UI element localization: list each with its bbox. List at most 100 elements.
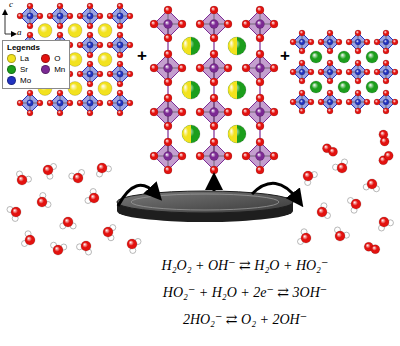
atom	[117, 61, 123, 67]
atom	[210, 108, 219, 117]
atom	[182, 125, 200, 143]
atom	[299, 99, 305, 105]
atom	[336, 69, 342, 75]
atom	[379, 217, 389, 227]
atom	[374, 99, 380, 105]
atom	[351, 199, 361, 209]
atom	[338, 81, 350, 93]
atom	[164, 6, 172, 14]
atom	[270, 108, 278, 116]
atom	[27, 32, 33, 38]
atom	[117, 90, 123, 96]
atom	[97, 163, 107, 173]
atom	[355, 39, 361, 45]
atom	[329, 147, 338, 156]
atom	[270, 20, 278, 28]
atom	[98, 53, 112, 67]
atom	[383, 48, 389, 54]
atom	[164, 78, 172, 86]
arrow	[118, 185, 156, 206]
atom	[374, 69, 380, 75]
atom	[150, 64, 158, 72]
atom	[57, 32, 63, 38]
atom	[117, 71, 123, 77]
atom-half	[228, 125, 237, 143]
bond	[167, 24, 168, 156]
atom	[98, 24, 112, 38]
atom	[270, 152, 278, 160]
atom	[210, 64, 219, 73]
atom	[164, 50, 172, 58]
atom	[164, 64, 173, 73]
atom	[224, 108, 232, 116]
legend-text: La	[20, 54, 29, 63]
atom	[256, 20, 265, 29]
atom	[11, 207, 21, 217]
atom	[210, 166, 218, 174]
atom	[37, 197, 47, 207]
atom	[117, 52, 123, 58]
atom	[43, 165, 53, 175]
atom	[150, 152, 158, 160]
atom	[256, 64, 265, 73]
atom	[346, 69, 352, 75]
arrow	[213, 181, 216, 191]
atom	[87, 3, 93, 9]
legend-text: O	[54, 54, 60, 63]
atom	[117, 3, 123, 9]
plus-sign: +	[137, 46, 147, 66]
atom	[327, 39, 333, 45]
atom	[97, 100, 103, 106]
axis-line	[5, 34, 14, 35]
atom	[178, 20, 186, 28]
atom	[196, 108, 204, 116]
legend-swatch	[7, 65, 16, 74]
atom	[127, 13, 133, 19]
atom	[392, 99, 398, 105]
legend-swatch	[41, 54, 50, 63]
atom	[57, 110, 63, 116]
legend-swatch	[7, 76, 16, 85]
legend-swatch	[41, 65, 50, 74]
atom	[89, 193, 99, 203]
atom	[256, 6, 264, 14]
atom	[210, 6, 218, 14]
atom	[210, 138, 218, 146]
atom	[303, 171, 313, 181]
atom	[364, 39, 370, 45]
atom	[256, 122, 264, 130]
atom	[67, 13, 73, 19]
atom	[310, 51, 322, 63]
atom	[301, 233, 311, 243]
atom	[117, 23, 123, 29]
atom	[77, 100, 83, 106]
atom	[299, 60, 305, 66]
atom	[224, 20, 232, 28]
atom	[270, 64, 278, 72]
atom	[107, 13, 113, 19]
atom	[355, 30, 361, 36]
atom	[383, 108, 389, 114]
atom	[127, 71, 133, 77]
legend-box: LegendsLaOSrMnMo	[2, 40, 70, 89]
atom	[224, 152, 232, 160]
atom	[335, 231, 345, 241]
atom	[77, 42, 83, 48]
atom	[107, 71, 113, 77]
atom	[242, 152, 250, 160]
atom	[164, 20, 173, 29]
atom	[242, 20, 250, 28]
atom	[87, 52, 93, 58]
atom	[164, 166, 172, 174]
atom	[97, 42, 103, 48]
atom	[17, 100, 23, 106]
atom-half	[228, 37, 237, 55]
atom	[256, 108, 265, 117]
electrode-ring	[131, 194, 279, 210]
legend-swatch	[7, 54, 16, 63]
atom	[256, 94, 264, 102]
atom	[355, 90, 361, 96]
atom	[210, 152, 219, 161]
atom	[68, 24, 82, 38]
atom-half	[182, 37, 191, 55]
